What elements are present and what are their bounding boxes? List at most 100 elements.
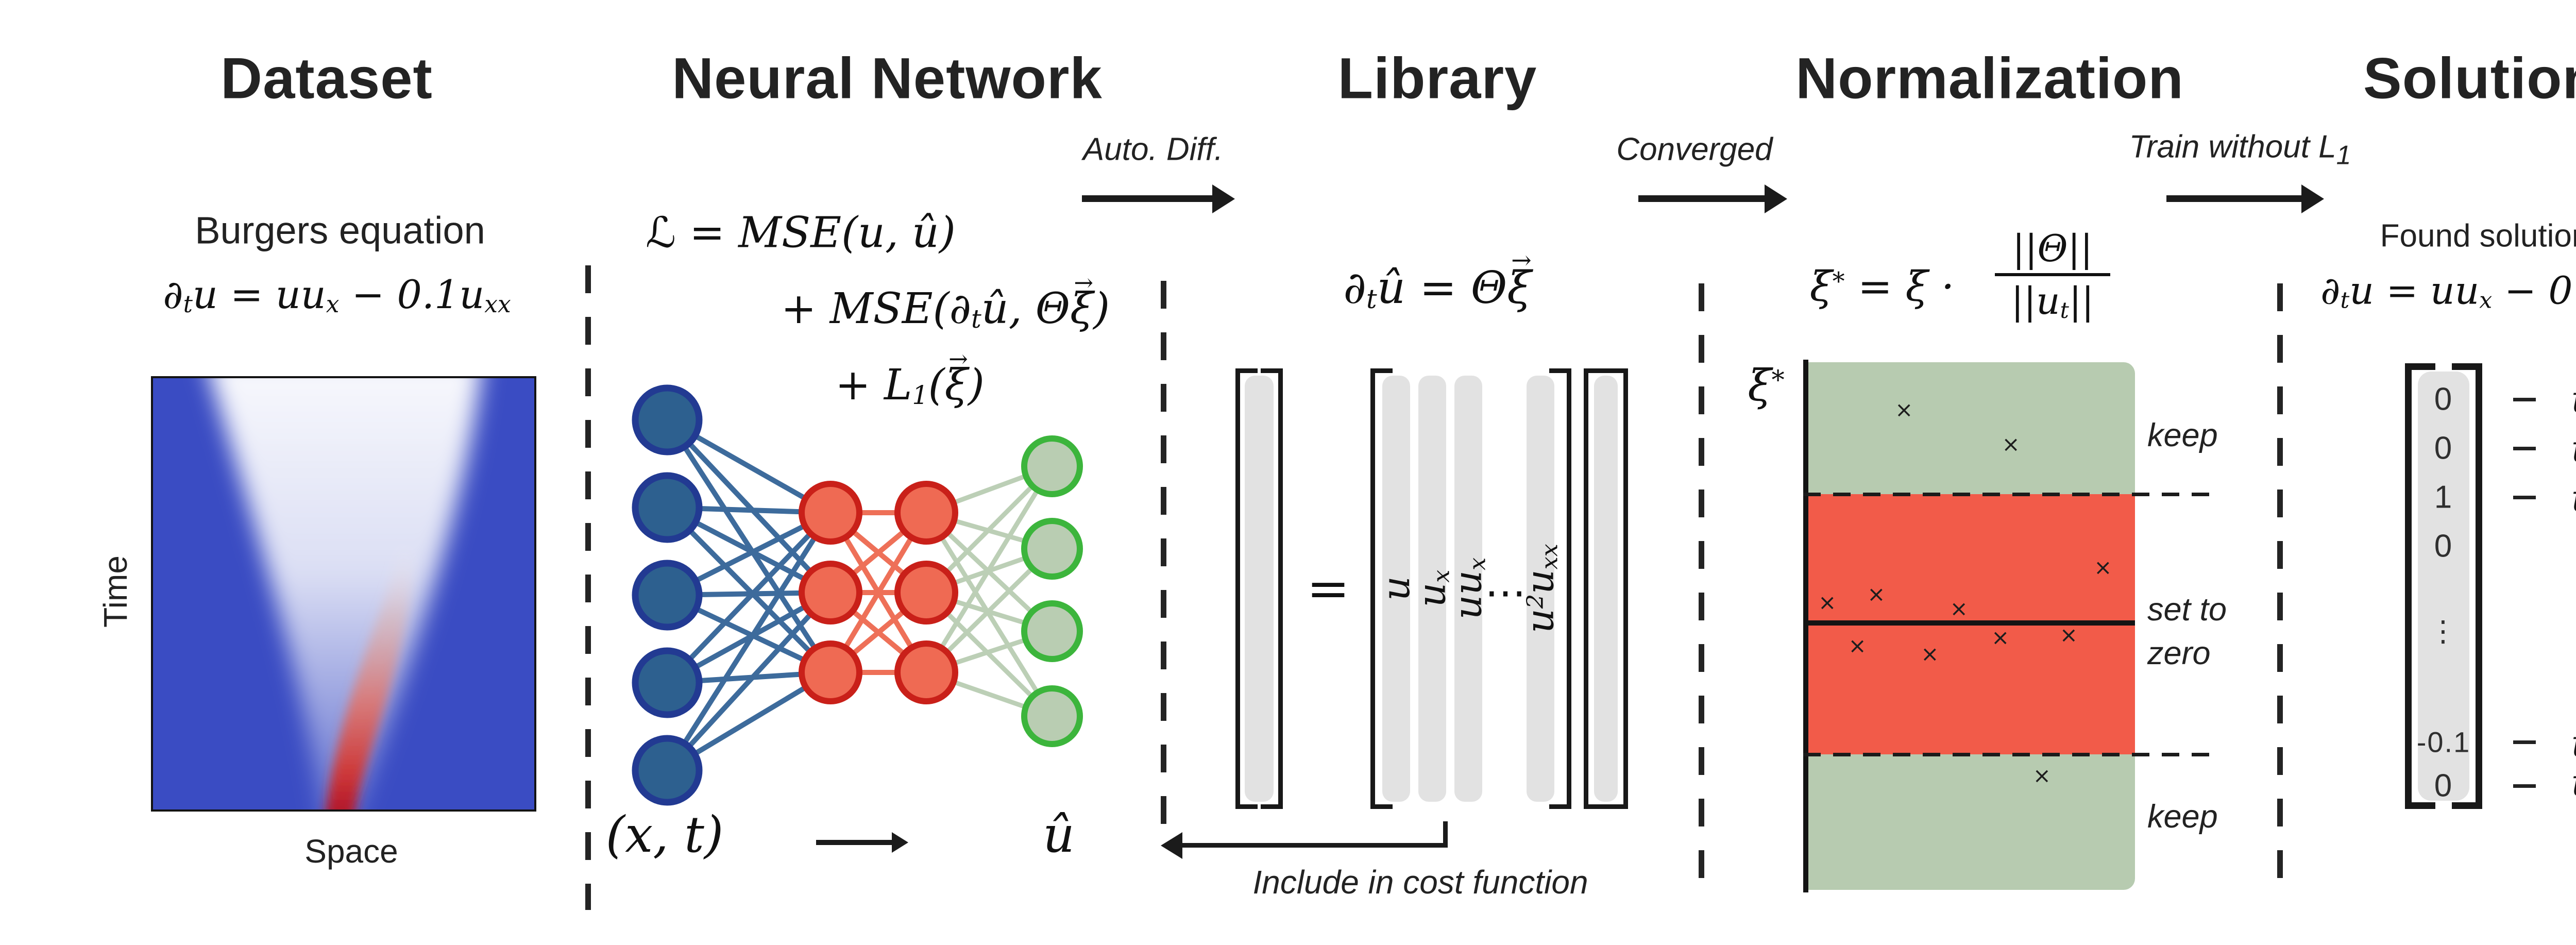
fraction-numerator: ||Θ|| bbox=[2012, 227, 2093, 270]
bracket-left bbox=[1235, 368, 1258, 809]
neural-network-graph bbox=[632, 384, 1083, 806]
converged-label: Converged bbox=[1616, 131, 1773, 167]
coefficient-data-point: × bbox=[1950, 596, 1968, 621]
network-node bbox=[894, 481, 958, 545]
band-keep-bottom bbox=[1808, 754, 2135, 890]
vector-value-3: 0 bbox=[2434, 528, 2453, 564]
heatmap-xlabel: Space bbox=[304, 833, 398, 870]
network-node bbox=[894, 561, 958, 625]
loss-line-1: ℒ = MSE(u, û) bbox=[646, 208, 956, 258]
vector-value-2: 1 bbox=[2434, 479, 2453, 515]
term-label-uxx: uxx bbox=[2571, 722, 2576, 766]
normalization-fraction: ||Θ|| ||ut|| bbox=[1995, 227, 2110, 324]
matrix-column-ux bbox=[1418, 376, 1446, 802]
row-dash bbox=[2513, 740, 2536, 744]
separator-network-library bbox=[1161, 281, 1166, 835]
row-dash bbox=[2513, 784, 2536, 788]
coefficient-data-point: × bbox=[2059, 622, 2078, 648]
normalization-bands: ××××××××××× bbox=[1808, 362, 2135, 890]
band-keep-top bbox=[1808, 362, 2135, 494]
bracket-right bbox=[1261, 368, 1283, 809]
matrix-column-uux bbox=[1454, 376, 1482, 802]
loss-line-3: + L1(ξ) bbox=[835, 361, 985, 410]
fraction-denominator: ||ut|| bbox=[2011, 279, 2094, 324]
set-to-label: set to bbox=[2147, 592, 2227, 628]
row-dash bbox=[2513, 496, 2536, 499]
bracket-right bbox=[1606, 368, 1628, 809]
vector-column bbox=[2418, 372, 2469, 801]
coefficient-data-point: × bbox=[2032, 763, 2051, 788]
vector-value-5: -0.1 bbox=[2416, 725, 2471, 758]
time-derivative-vector bbox=[1235, 368, 1283, 809]
vector-column bbox=[1245, 376, 1274, 802]
network-input-label: (x, t) bbox=[605, 806, 724, 864]
burgers-equation-label: Burgers equation bbox=[195, 209, 485, 252]
train-without-l1-arrow bbox=[2166, 195, 2303, 202]
vector-column bbox=[1594, 376, 1618, 802]
vector-value-0: 0 bbox=[2434, 381, 2453, 417]
keep-label-bottom: keep bbox=[2147, 799, 2218, 835]
library-equation: ∂tû = Θξ bbox=[1343, 262, 1531, 315]
bracket-left bbox=[1370, 368, 1393, 809]
auto-diff-label: Auto. Diff. bbox=[1082, 131, 1224, 167]
include-in-cost-arrow bbox=[1181, 843, 1448, 848]
section-title-dataset: Dataset bbox=[221, 46, 433, 111]
network-node bbox=[632, 735, 703, 806]
network-node bbox=[632, 472, 703, 543]
bracket-left bbox=[1584, 368, 1606, 809]
row-dash bbox=[2513, 398, 2536, 401]
burgers-heatmap bbox=[151, 358, 536, 832]
network-node bbox=[1021, 435, 1083, 497]
burgers-equation-math: ∂tu = uux − 0.1uxx bbox=[163, 271, 511, 318]
network-edge bbox=[924, 465, 1054, 674]
matrix-column-u2uxx bbox=[1527, 376, 1554, 802]
threshold-dashed-line-bottom bbox=[1803, 752, 2215, 756]
coefficient-data-point: × bbox=[1991, 625, 2010, 650]
matrix-label-u2uxx: u2uxx bbox=[1518, 544, 1563, 633]
network-node bbox=[632, 384, 703, 455]
keep-label-top: keep bbox=[2147, 417, 2218, 453]
matrix-ellipsis: ⋯ bbox=[1485, 568, 1526, 617]
section-title-solution: Solution bbox=[2363, 46, 2576, 111]
vector-value-1: 0 bbox=[2434, 430, 2453, 466]
term-label-u: u bbox=[2571, 378, 2576, 421]
network-output-label: û bbox=[1043, 806, 1075, 864]
network-node bbox=[632, 647, 703, 718]
zero-label: zero bbox=[2147, 635, 2211, 671]
coefficient-vector bbox=[1584, 368, 1628, 809]
vector-value-6: 0 bbox=[2434, 768, 2453, 804]
auto-diff-arrow bbox=[1082, 195, 1214, 202]
include-in-cost-arrow-tick bbox=[1443, 821, 1448, 846]
vector-ellipsis: ⋮ bbox=[2429, 615, 2459, 647]
separator-dataset-network bbox=[585, 265, 591, 910]
network-edge bbox=[665, 418, 833, 595]
network-node bbox=[799, 561, 862, 625]
network-node bbox=[894, 640, 958, 704]
heatmap-ylabel: Time bbox=[97, 555, 134, 628]
coefficient-data-point: × bbox=[1818, 589, 1837, 615]
converged-arrow bbox=[1638, 195, 1766, 202]
network-edge bbox=[665, 505, 833, 674]
network-forward-arrow bbox=[816, 840, 893, 845]
term-label-u2uxx: u2uxx bbox=[2571, 761, 2576, 805]
row-dash bbox=[2513, 447, 2536, 450]
network-node bbox=[799, 640, 862, 704]
coefficient-data-point: × bbox=[2002, 431, 2020, 457]
include-in-cost-label: Include in cost function bbox=[1252, 864, 1588, 901]
network-edge bbox=[924, 511, 1054, 718]
solution-vector bbox=[2405, 363, 2482, 809]
network-edge bbox=[665, 511, 833, 685]
train-without-l1-label: Train without L1 bbox=[2129, 129, 2351, 170]
bracket-left bbox=[2405, 363, 2435, 809]
normalization-equation-lhs: ξ* = ξ · bbox=[1809, 262, 1955, 311]
zero-center-line bbox=[1803, 620, 2135, 626]
section-title-neural-network: Neural Network bbox=[672, 46, 1103, 111]
separator-normalization-solution bbox=[2277, 283, 2283, 902]
separator-library-normalization bbox=[1699, 283, 1704, 891]
library-matrix bbox=[1370, 368, 1571, 809]
term-label-uux: uux bbox=[2571, 477, 2576, 521]
coefficient-data-point: × bbox=[1848, 633, 1867, 659]
heatmap-image bbox=[153, 358, 534, 832]
coefficient-data-point: × bbox=[1867, 581, 1886, 607]
